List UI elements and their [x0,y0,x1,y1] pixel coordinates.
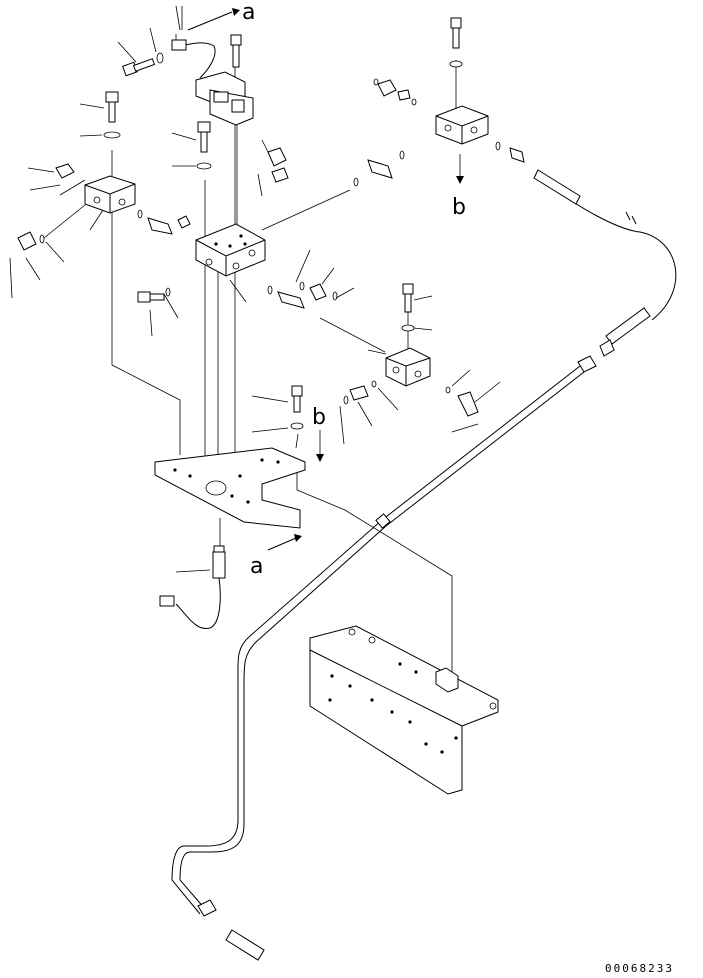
reference-label-a-top: a [242,0,255,25]
hose-assembly [225,169,677,961]
top-bolt-solenoid [230,34,242,68]
reference-arrow-a-top: a [187,0,255,31]
guide-lines [111,60,457,672]
drawing-number: 00068233 [605,962,674,975]
manifold-block-left [9,163,136,299]
bolts-left [79,5,212,170]
reference-label-b-middle: b [312,405,326,430]
manifold-block-center [137,139,355,337]
hydraulic-pipe [171,355,597,917]
mounting-plate [154,385,324,529]
manifold-block-top-right [353,17,525,187]
manifold-block-right [339,283,501,445]
reference-label-b-middle-text: b [312,405,326,430]
reference-label-b-top: b [452,195,466,220]
solenoid-valve [171,6,254,126]
pressure-sensor [159,518,226,630]
valve-bracket [309,625,499,795]
reference-arrow-a-bottom: a [250,534,302,579]
reference-label-b-top-text: b [452,195,466,220]
reference-label-a-bottom: a [250,554,263,579]
